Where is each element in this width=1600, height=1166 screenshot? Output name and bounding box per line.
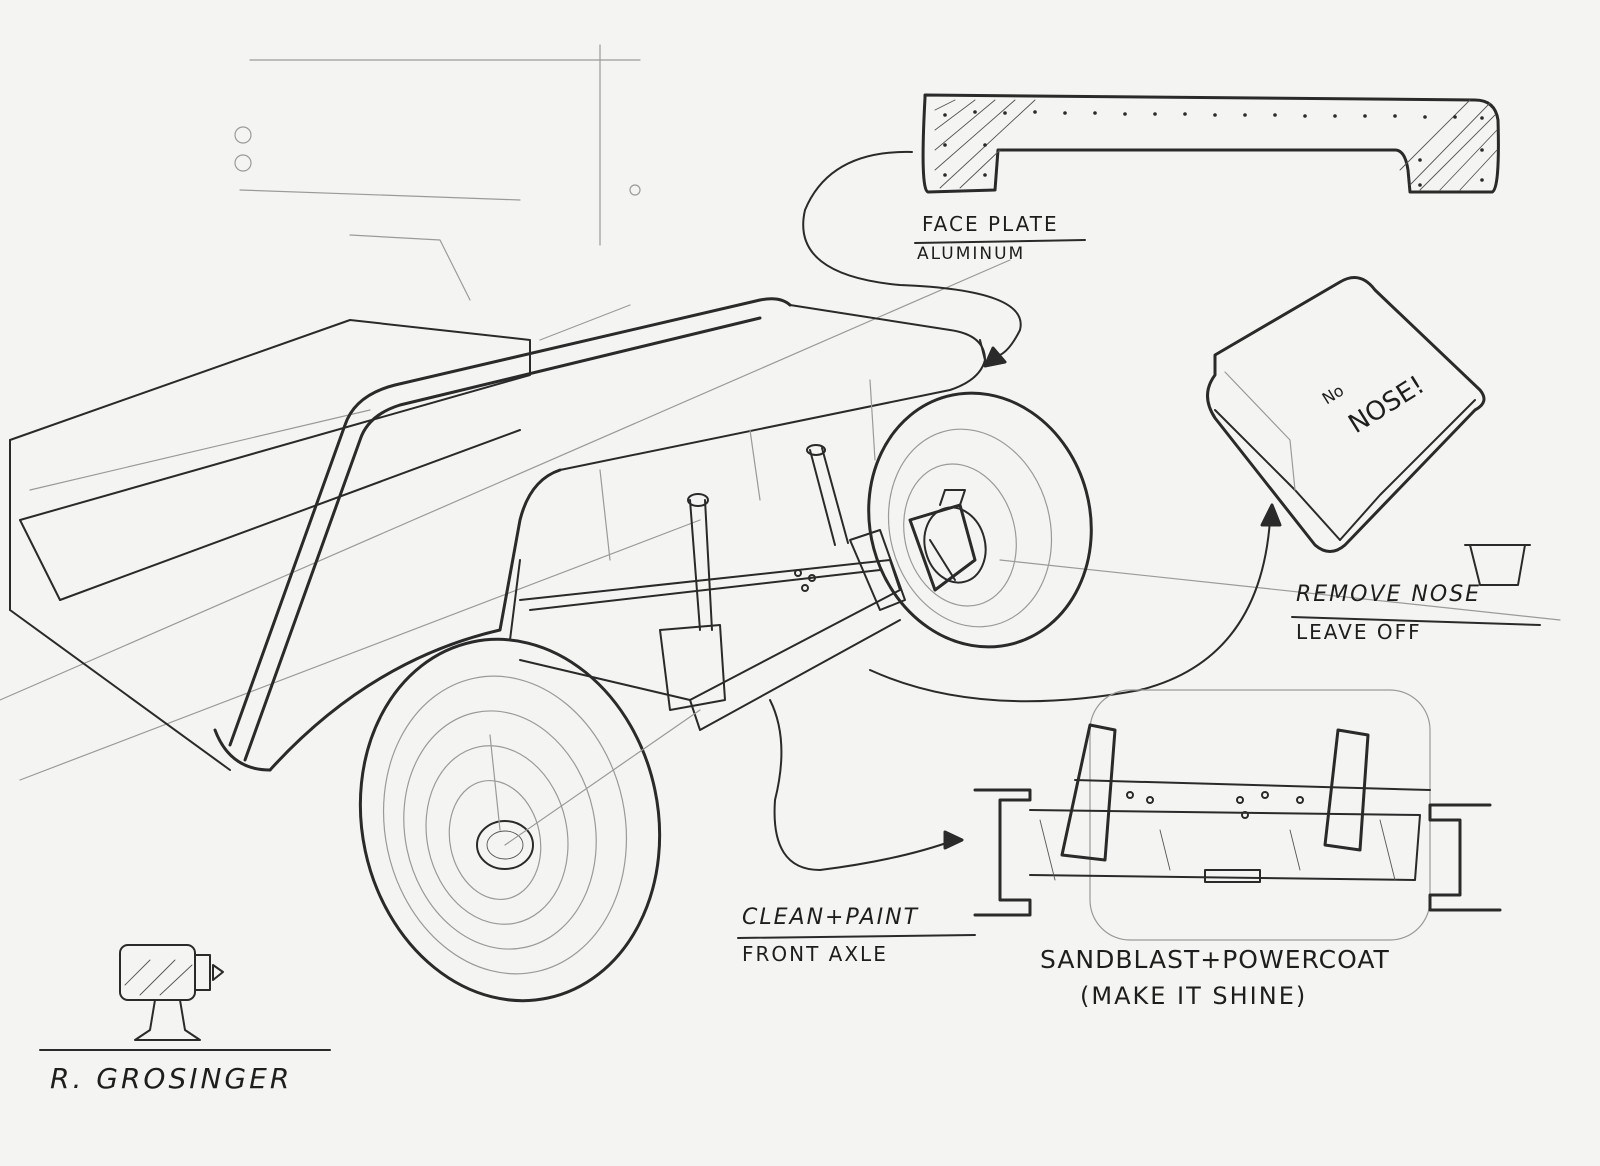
remove-nose-line1: REMOVE NOSE	[1296, 582, 1482, 607]
signature-logo	[119, 944, 224, 1041]
face-plate-line1: FACE PLATE	[922, 212, 1059, 236]
remove-nose-line2: LEAVE OFF	[1296, 620, 1422, 644]
right-tire	[867, 391, 1093, 649]
front-axle-arrow	[769, 699, 964, 871]
face-plate-arrow	[802, 150, 1022, 368]
axle-detail	[973, 723, 1502, 917]
face-plate-line2: ALUMINUM	[917, 244, 1026, 264]
construction-lines	[0, 44, 1561, 781]
signature: R. GROSINGER	[50, 1062, 293, 1095]
car-body	[9, 234, 631, 771]
label-underlines	[39, 239, 1541, 1051]
rivet-dots	[943, 110, 1484, 187]
sandblast-line2: (MAKE IT SHINE)	[1080, 982, 1308, 1010]
axle-bolt-holes	[1126, 791, 1304, 819]
nose-piece	[1206, 276, 1486, 553]
face-plate	[921, 93, 1500, 194]
axle-assembly	[519, 444, 977, 731]
sandblast-line1: SANDBLAST+POWERCOAT	[1040, 945, 1390, 974]
front-axle-line2: FRONT AXLE	[742, 942, 888, 966]
fender-frame	[213, 297, 986, 772]
ring-marks	[234, 126, 641, 196]
front-axle-line1: CLEAN+PAINT	[742, 905, 920, 930]
remove-nose-arrow	[869, 503, 1282, 703]
small-cap-icon	[1464, 544, 1531, 586]
left-tire	[358, 637, 701, 1003]
